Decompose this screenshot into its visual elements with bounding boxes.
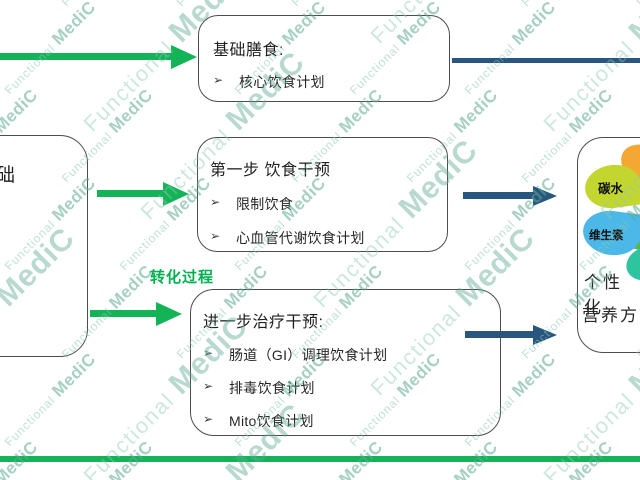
further-treatment-title: 进一步治疗干预: <box>203 314 324 331</box>
list-item: ➢ 心血管代谢饮食计划 <box>210 228 435 248</box>
arrow-to-step1-head <box>163 182 189 206</box>
arrow-to-foundation-shaft <box>0 53 172 60</box>
plan-caption-line1: 个性化 <box>584 273 622 317</box>
plan-caption-line2: 营养方 <box>582 306 639 325</box>
list-item: ➢ Mito饮食计划 <box>203 411 488 431</box>
arrow-to-foundation-head <box>171 45 197 69</box>
watermark-text: Functional MediC <box>538 0 640 137</box>
arrow-bullet-icon: ➢ <box>203 346 214 360</box>
arrow-to-treatment-head <box>156 302 182 326</box>
watermark-text: Functional MediC <box>0 0 83 51</box>
bottom-green-rule <box>0 456 640 462</box>
list-item-label: 核心饮食计划 <box>239 74 325 90</box>
arrow-bullet-icon: ➢ <box>203 379 214 393</box>
watermark-text: Functional MediC <box>516 0 617 11</box>
arrow-treatment-to-plan-shaft <box>465 331 535 338</box>
further-treatment-box: 进一步治疗干预: ➢ 肠道（GI）调理饮食计划 ➢ 排毒饮食计划 ➢ Mito饮… <box>190 289 501 436</box>
base-box: 础 <box>0 135 88 357</box>
list-item-label: Mito饮食计划 <box>229 413 314 429</box>
watermark-text: Functional MediC <box>286 0 387 11</box>
list-item-label: 心血管代谢饮食计划 <box>236 230 365 246</box>
watermark-text: Functional MediC <box>631 0 640 11</box>
further-treatment-list: ➢ 肠道（GI）调理饮食计划 ➢ 排毒饮食计划 ➢ Mito饮食计划 <box>203 345 488 431</box>
carbohydrate-label: 碳水 <box>598 182 624 196</box>
watermark-text: Functional MediC <box>1 349 100 450</box>
foundation-diet-title: 基础膳食: <box>213 42 284 59</box>
step1-title: 第一步 饮食干预 <box>210 162 331 179</box>
transform-process-label: 转化过程 <box>150 269 215 286</box>
foundation-diet-list: ➢ 核心饮食计划 <box>213 72 435 92</box>
watermark-text: Functional MediC <box>461 0 560 98</box>
watermark-text: Functional MediC <box>56 0 157 11</box>
list-item-label: 限制饮食 <box>236 196 294 212</box>
arrow-step1-to-plan-head <box>533 186 557 206</box>
connector-foundation-right <box>452 58 640 63</box>
watermark-text: Functional MediC <box>590 397 640 480</box>
base-box-label: 础 <box>0 165 16 186</box>
arrow-bullet-icon: ➢ <box>203 412 214 426</box>
arrow-bullet-icon: ➢ <box>210 195 221 209</box>
vitamin-label: 维生素 <box>589 230 624 242</box>
arrow-to-step1-shaft <box>97 190 165 197</box>
arrow-to-treatment-shaft <box>90 310 158 317</box>
list-item: ➢ 肠道（GI）调理饮食计划 <box>203 345 488 365</box>
list-item: ➢ 核心饮食计划 <box>213 72 435 92</box>
arrow-step1-to-plan-shaft <box>463 192 535 199</box>
list-item-label: 肠道（GI）调理饮食计划 <box>229 347 388 363</box>
list-item-label: 排毒饮食计划 <box>229 380 315 396</box>
step1-diet-intervention-box: 第一步 饮食干预 ➢ 限制饮食 ➢ 心血管代谢饮食计划 <box>197 137 448 252</box>
watermark-text: Functional MediC <box>1 0 100 98</box>
arrow-bullet-icon: ➢ <box>210 229 221 243</box>
foundation-diet-box: 基础膳食: ➢ 核心饮食计划 <box>198 15 450 102</box>
arrow-bullet-icon: ➢ <box>213 73 224 87</box>
list-item: ➢ 限制饮食 <box>210 194 435 214</box>
arrow-treatment-to-plan-head <box>533 325 557 345</box>
list-item: ➢ 排毒饮食计划 <box>203 378 488 398</box>
watermark-text: Functional MediC <box>171 0 272 11</box>
step1-list: ➢ 限制饮食 ➢ 心血管代谢饮食计划 <box>210 194 435 248</box>
